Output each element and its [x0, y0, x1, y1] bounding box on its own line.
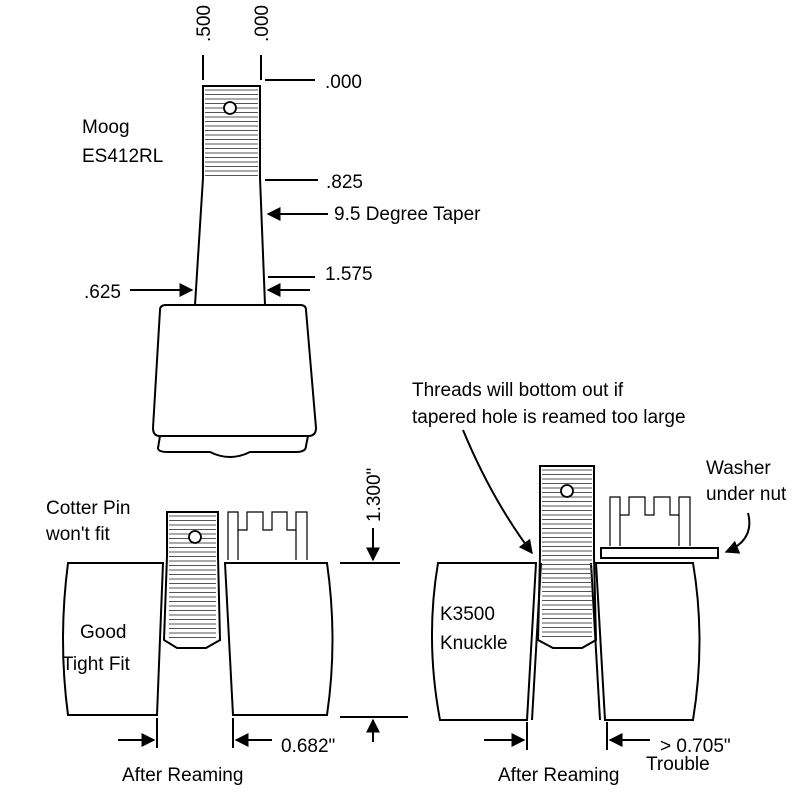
- right-stud: [536, 465, 598, 649]
- right-caption: After Reaming: [498, 765, 619, 786]
- height-label: 1.300": [364, 468, 385, 522]
- warning-line1: Threads will bottom out if: [412, 380, 624, 401]
- cotter-hole: [223, 101, 237, 115]
- width-label: 0.682": [281, 736, 335, 757]
- left-castle-nut: [227, 511, 308, 560]
- fit-label-line1: Good: [80, 622, 126, 643]
- cotter-note-line2: won't fit: [45, 524, 111, 545]
- washer-label-line2: under nut: [706, 484, 787, 505]
- knuckle-right-block: [223, 562, 334, 716]
- dim-taper-label: 1.575: [325, 264, 373, 285]
- left-fit-drawing: Cotter Pin won't fit Good Tight Fit 1.30…: [45, 468, 408, 786]
- knuckle-label-line1: K3500: [440, 604, 495, 625]
- left-stud: [162, 511, 222, 649]
- left-caption: After Reaming: [122, 765, 243, 786]
- dim-top-right-label: .000: [252, 5, 273, 42]
- left-cotter-hole: [188, 530, 202, 544]
- cotter-note-line1: Cotter Pin: [46, 498, 130, 519]
- diameter-label: .625: [84, 282, 121, 303]
- part-brand-label: Moog: [82, 117, 130, 138]
- knuckle-left-block: [62, 562, 165, 716]
- knuckle-left-block-right: [430, 562, 538, 721]
- ball-joint-housing: [151, 304, 318, 437]
- warning-line2: tapered hole is reamed too large: [412, 407, 686, 428]
- trouble-label: Trouble: [646, 754, 710, 775]
- reamed-wall-right: [590, 562, 601, 721]
- left-stud-threads: [169, 515, 216, 638]
- washer: [600, 547, 719, 559]
- housing-base: [156, 435, 309, 458]
- right-castle-nut: [609, 496, 691, 546]
- right-fit-drawing: Threads will bottom out if tapered hole …: [412, 380, 787, 786]
- dim-top-left-label: .500: [194, 5, 215, 42]
- washer-label-line1: Washer: [706, 458, 771, 479]
- dim-thread-label: .825: [326, 172, 363, 193]
- stud-outline: [193, 85, 267, 306]
- warning-pointer: [462, 429, 533, 555]
- right-cotter-hole: [560, 484, 574, 498]
- knuckle-label-line2: Knuckle: [440, 633, 508, 654]
- right-stud-threads: [542, 469, 592, 637]
- taper-note-label: 9.5 Degree Taper: [334, 204, 481, 225]
- right-width-label: > 0.705": [660, 736, 731, 757]
- stud-threads: [205, 89, 258, 176]
- part-number-label: ES412RL: [82, 146, 163, 167]
- top-stud-drawing: .500 .000 .000 .825 9.5 Degree Taper 1.5…: [82, 5, 481, 458]
- fit-label-line2: Tight Fit: [62, 654, 131, 675]
- knuckle-right-block-right: [594, 562, 701, 721]
- dim-zero-label: .000: [325, 72, 362, 93]
- washer-pointer: [724, 512, 751, 554]
